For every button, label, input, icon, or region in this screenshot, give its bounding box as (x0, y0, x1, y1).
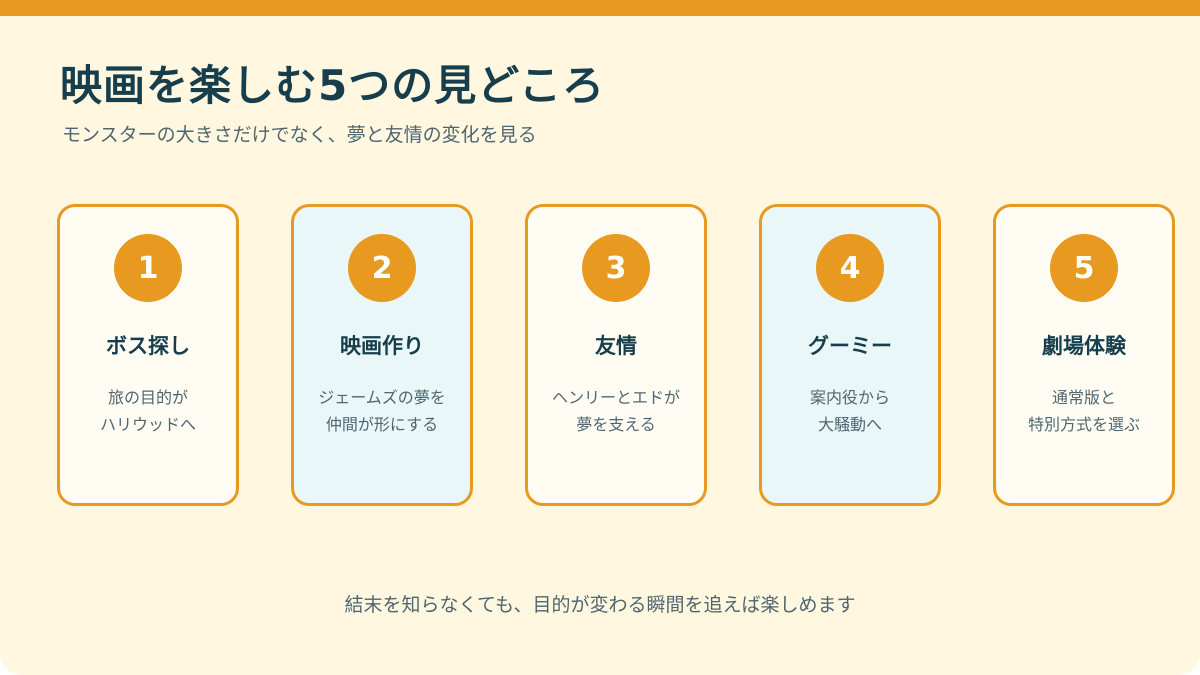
highlight-card-3: 3 友情 ヘンリーとエドが 夢を支える (525, 204, 707, 506)
footer-note: 結末を知らなくても、目的が変わる瞬間を追えば楽しめます (344, 594, 856, 616)
card-description: 旅の目的が ハリウッドへ (100, 384, 196, 438)
card-description: ジェームズの夢を 仲間が形にする (318, 384, 446, 438)
number-badge: 5 (1050, 234, 1118, 302)
number-badge: 4 (816, 234, 884, 302)
slide-subtitle: モンスターの大きさだけでなく、夢と友情の変化を見る (62, 124, 537, 146)
card-title: ボス探し (106, 334, 190, 358)
card-description-line: 旅の目的が (107, 388, 188, 407)
card-description: 案内役から 大騒動へ (810, 384, 890, 438)
card-title: 友情 (595, 334, 637, 358)
card-description-line: 大騒動へ (817, 415, 882, 434)
number-badge: 1 (114, 234, 182, 302)
card-title: 映画作り (340, 334, 424, 358)
highlight-card-1: 1 ボス探し 旅の目的が ハリウッドへ (57, 204, 239, 506)
highlight-cards: 1 ボス探し 旅の目的が ハリウッドへ 2 映画作り ジェームズの夢を 仲間が形… (57, 204, 1175, 506)
number-badge: 3 (582, 234, 650, 302)
slide-title: 映画を楽しむ5つの見どころ (60, 61, 605, 110)
card-description-line: 仲間が形にする (325, 415, 439, 434)
card-description: 通常版と 特別方式を選ぶ (1028, 384, 1140, 438)
card-description-line: 特別方式を選ぶ (1027, 415, 1140, 434)
top-accent-bar (0, 0, 1200, 16)
card-title: グーミー (808, 334, 892, 358)
highlight-card-2: 2 映画作り ジェームズの夢を 仲間が形にする (291, 204, 473, 506)
card-description: ヘンリーとエドが 夢を支える (552, 384, 680, 438)
card-title: 劇場体験 (1042, 334, 1126, 358)
card-description-line: 通常版と (1051, 388, 1116, 407)
highlight-card-5: 5 劇場体験 通常版と 特別方式を選ぶ (993, 204, 1175, 506)
card-description-line: 案内役から (809, 388, 890, 407)
card-description-line: ジェームズの夢を (318, 388, 446, 407)
card-description-line: ヘンリーとエドが (551, 388, 680, 407)
card-description-line: ハリウッドへ (99, 415, 196, 434)
card-description-line: 夢を支える (576, 415, 656, 434)
number-badge: 2 (348, 234, 416, 302)
highlight-card-4: 4 グーミー 案内役から 大騒動へ (759, 204, 941, 506)
